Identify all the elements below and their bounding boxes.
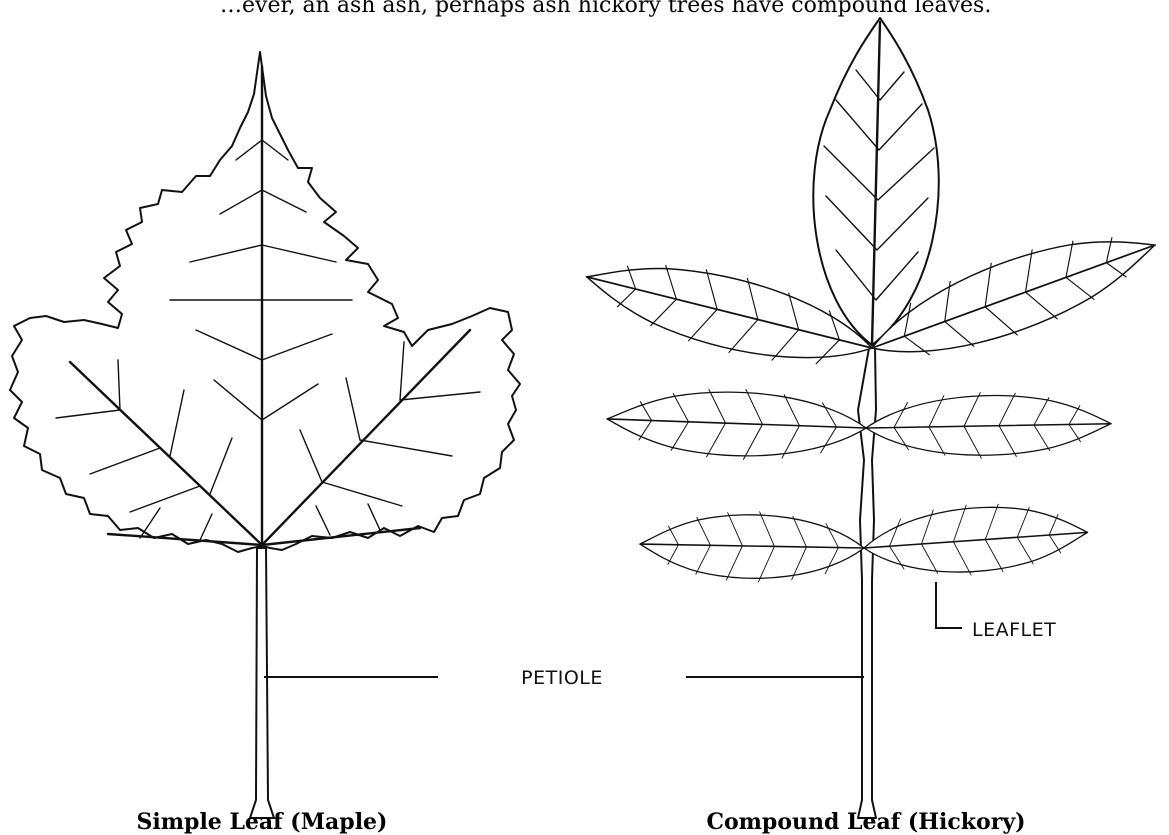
leaflet-lower-left	[639, 510, 864, 584]
maple-leaf-icon	[10, 52, 520, 818]
leaflet-pointer	[936, 582, 962, 628]
compound-leaf-caption: Compound Leaf (Hickory)	[706, 809, 1025, 835]
petiole-label: PETIOLE	[521, 667, 603, 689]
hickory-compound-leaf-icon	[577, 18, 1167, 818]
hickory-rachis	[858, 348, 876, 818]
terminal-leaflet	[813, 18, 938, 345]
maple-leaf-blade	[10, 52, 520, 552]
leaflet-label: LEAFLET	[972, 619, 1056, 641]
leaflet-lower-right	[862, 497, 1090, 582]
leaflet-middle-left	[606, 385, 867, 464]
simple-leaf-caption: Simple Leaf (Maple)	[137, 809, 388, 835]
leaflet-middle-right	[865, 390, 1111, 460]
maple-petiole	[250, 548, 274, 818]
top-text-fragment: …ever, an ash ash, perhaps ash hickory t…	[220, 0, 991, 18]
